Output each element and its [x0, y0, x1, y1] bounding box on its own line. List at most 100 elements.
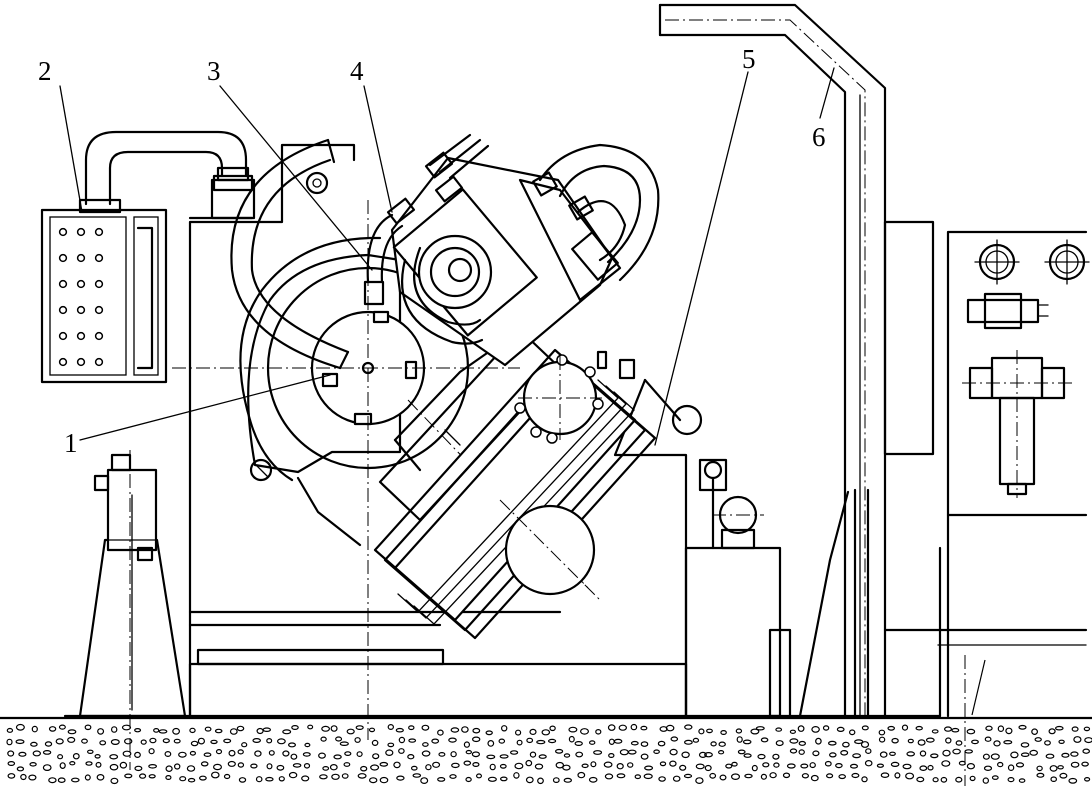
gravel-stone — [197, 737, 205, 745]
gravel-stone — [613, 738, 623, 744]
gravel-stone — [891, 737, 899, 744]
gravel-stone — [744, 773, 753, 779]
gravel-stone — [31, 725, 38, 733]
gravel-stone — [109, 754, 119, 760]
gravel-stone — [983, 765, 993, 772]
gravel-stone — [698, 751, 707, 759]
gravel-stone — [463, 760, 472, 766]
gravel-stone — [529, 751, 537, 758]
leader-2 — [59, 85, 83, 213]
gravel-stone — [96, 773, 105, 781]
support-column — [658, 3, 942, 718]
part-labels: 1 2 3 4 5 6 — [38, 44, 826, 458]
gravel-stone — [590, 761, 597, 768]
gravel-stone — [15, 723, 25, 731]
gravel-stone — [28, 774, 37, 781]
gravel-stone — [256, 727, 264, 735]
gravel-stone — [644, 765, 654, 771]
gravel-stone — [534, 763, 544, 770]
indicator-dot — [76, 253, 86, 263]
gravel-stone — [48, 777, 57, 784]
gravel-stone — [437, 777, 446, 782]
gravel-stone — [213, 763, 223, 771]
gravel-stone — [71, 777, 80, 783]
gravel-stone — [265, 776, 274, 782]
gravel-stone — [889, 751, 896, 757]
gravel-stone — [1034, 737, 1042, 742]
gravel-stone — [158, 729, 168, 734]
gravel-stone — [254, 750, 262, 757]
gravel-stone — [282, 750, 290, 757]
gravel-stone — [1055, 725, 1064, 731]
gravel-stone — [15, 739, 25, 745]
gravel-stone — [6, 727, 14, 733]
gravel-stone — [501, 725, 508, 732]
gravel-stone — [634, 774, 642, 780]
indicator-dot — [76, 357, 86, 367]
gravel-stone — [262, 727, 271, 733]
gravel-stone — [735, 728, 743, 734]
leader-3 — [219, 85, 373, 271]
gravel-stone — [215, 748, 223, 755]
gravel-stone — [812, 750, 820, 757]
gravel-stone — [969, 775, 976, 782]
gravel-stone — [330, 725, 338, 732]
gravel-stone — [472, 727, 481, 734]
gravel-stone — [346, 728, 355, 735]
filter-unit — [962, 350, 1072, 498]
gravel-stone — [134, 728, 142, 733]
indicator-dot — [94, 227, 104, 237]
gravel-stone — [357, 773, 367, 779]
gravel-stone — [955, 776, 963, 783]
label-2: 2 — [38, 56, 52, 86]
gravel-stone — [122, 750, 132, 757]
gravel-stone — [229, 728, 238, 735]
gravel-stone — [640, 741, 649, 747]
gravel-stone — [797, 725, 805, 732]
gravel-stone — [1082, 748, 1091, 754]
gravel-stone — [760, 773, 768, 780]
gravel-stone — [189, 727, 196, 734]
gravel-stone — [513, 772, 520, 779]
gravel-stone — [627, 762, 634, 768]
gravel-stone — [301, 775, 310, 782]
gravel-stone — [148, 774, 156, 779]
gravel-stone — [471, 751, 480, 758]
gravel-stone — [339, 741, 349, 747]
gravel-stone — [438, 752, 446, 757]
gravel-stone — [719, 774, 727, 781]
gravel-stone — [437, 729, 444, 736]
gravel-stone — [1071, 726, 1079, 732]
gravel-stone — [554, 748, 564, 754]
gravel-stone — [162, 738, 170, 744]
gravel-stone — [372, 753, 380, 760]
gravel-stone — [516, 739, 523, 746]
gravel-stone — [461, 726, 469, 733]
gravel-stone — [223, 773, 231, 780]
gravel-stone — [321, 725, 331, 732]
gravel-stone — [1003, 740, 1013, 745]
gravel-stone — [887, 725, 896, 731]
coolant-nozzle-arm — [230, 138, 350, 370]
gravel-stone — [1070, 751, 1079, 757]
gravel-stone — [30, 741, 38, 747]
gravel-stone — [20, 773, 27, 781]
gravel-stone — [737, 749, 746, 755]
gravel-stone — [431, 738, 440, 744]
gravel-stone — [319, 774, 328, 780]
gravel-stone — [536, 739, 546, 745]
gravel-stone — [16, 766, 25, 772]
leader-1 — [79, 374, 331, 441]
gravel-stone — [140, 739, 147, 745]
gravel-stone — [537, 777, 544, 785]
gravel-stone — [750, 728, 760, 735]
gravel-stone — [720, 729, 727, 735]
indicator-dot — [58, 227, 68, 237]
gravel-stone — [408, 725, 415, 731]
gravel-stone — [849, 763, 858, 769]
gravel-stone — [604, 773, 614, 780]
gravel-stone — [450, 727, 460, 733]
label-3: 3 — [207, 56, 221, 86]
gravel-stone — [541, 729, 551, 736]
indicator-dot — [76, 305, 86, 315]
